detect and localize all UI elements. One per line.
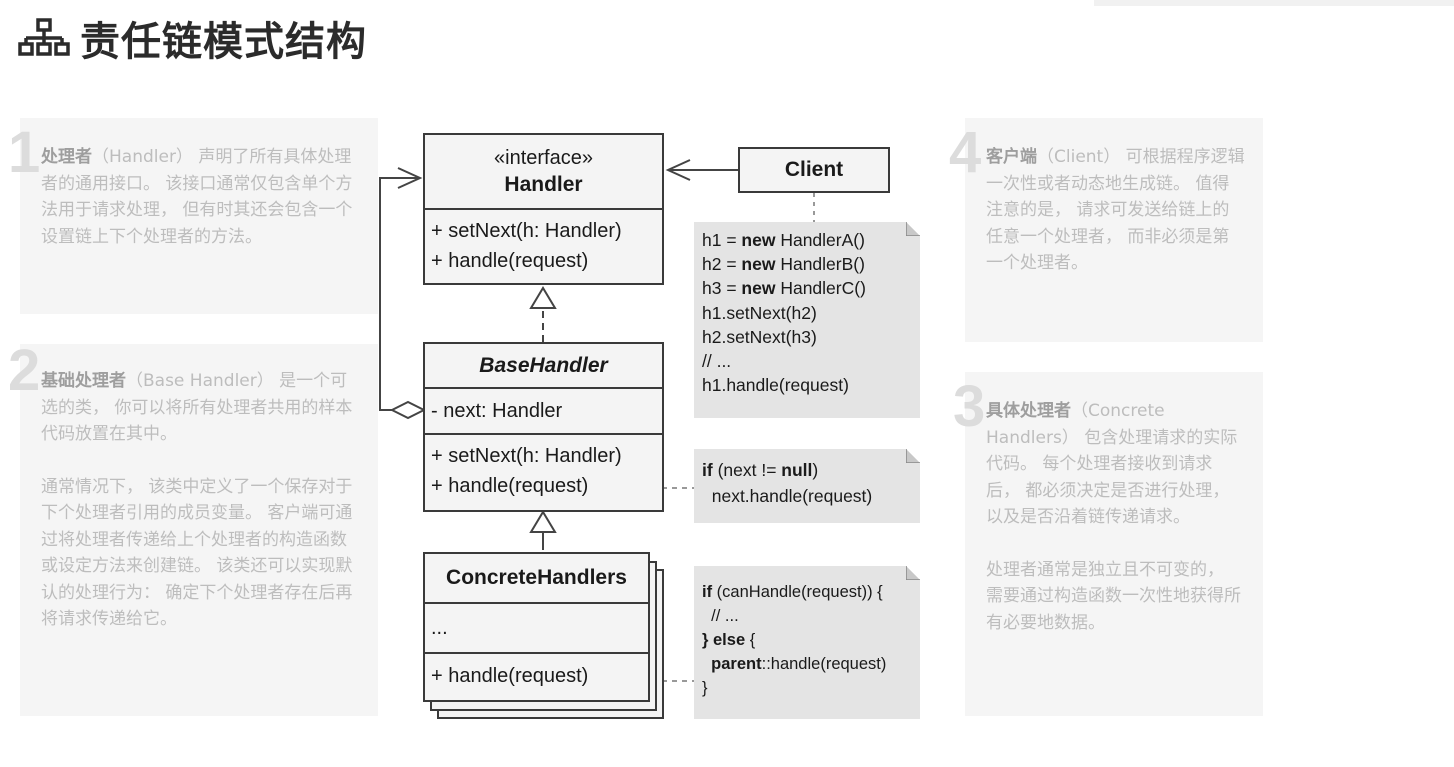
field: ... (431, 617, 448, 639)
method: + handle(request) (431, 475, 589, 497)
title-text: 责任链模式结构 (80, 19, 367, 65)
panel-desc: （Handler） 声明了所有具体处理者的通用接口。 该接口通常仅包含单个方法用… (41, 147, 353, 247)
top-right-tab (1094, 0, 1454, 6)
panel-handler: 1 处理者（Handler） 声明了所有具体处理者的通用接口。 该接口通常仅包含… (8, 118, 378, 314)
code-keyword: new (741, 254, 776, 275)
code-keyword: parent (702, 655, 762, 673)
method: + handle(request) (431, 665, 589, 687)
code-line: // ... (702, 349, 920, 373)
panel-desc: （Client） 可根据程序逻辑一次性或者动态地生成链。 值得注意的是， 请求可… (986, 147, 1245, 273)
panel-desc: （Base Handler） 是一个可选的类， 你可以将所有处理者共用的样本代码… (41, 371, 353, 444)
class-name: BaseHandler (479, 354, 608, 377)
page-title: 责任链模式结构 (18, 10, 367, 66)
inheritance-triangle (529, 510, 557, 533)
panel-term: 基础处理者 (41, 371, 126, 391)
panel-number: 1 (8, 120, 41, 185)
panel-base-handler: 2 基础处理者（Base Handler） 是一个可选的类， 你可以将所有处理者… (8, 342, 378, 716)
code-keyword: if (702, 460, 713, 480)
code-keyword: new (741, 278, 776, 299)
code-text: HandlerC() (775, 278, 866, 299)
panel-desc-2: 处理者通常是独立且不可变的， 需要通过构造函数一次性地获得所有必要地数据。 (986, 559, 1241, 633)
code-line: } else { (702, 628, 920, 652)
note-fold-icon (906, 566, 920, 580)
panel-text: 具体处理者（Concrete Handlers） 包含处理请求的实际代码。 每个… (986, 398, 1246, 662)
arrow-head-client (665, 159, 691, 181)
code-text: next.handle(request) (702, 486, 873, 506)
panel-text: 处理者（Handler） 声明了所有具体处理者的通用接口。 该接口通常仅包含单个… (41, 144, 359, 250)
panel-desc-2: 通常情况下， 该类中定义了一个保存对于下个处理者引用的成员变量。 客户端可通过将… (41, 476, 353, 630)
field: - next: Handler (431, 400, 563, 422)
uml-concrete-handlers: ConcreteHandlers ... + handle(request) (423, 552, 650, 702)
code-keyword: null (781, 460, 813, 480)
stereotype-label: «interface» (494, 147, 593, 169)
uml-client: Client (738, 147, 890, 193)
aggregation-line (379, 177, 420, 411)
code-text: HandlerA() (775, 230, 865, 250)
panel-client: 4 客户端（Client） 可根据程序逻辑一次性或者动态地生成链。 值得注意的是… (949, 118, 1263, 342)
panel-desc: （Concrete Handlers） 包含处理请求的实际代码。 每个处理者接收… (986, 401, 1238, 527)
panel-term: 具体处理者 (986, 401, 1071, 421)
note-concrete-code: if (canHandle(request)) { // ... } else {… (694, 566, 920, 719)
panel-number: 2 (8, 338, 41, 403)
class-name: ConcreteHandlers (446, 566, 627, 589)
sitemap-icon (18, 18, 70, 56)
note-fold-icon (906, 222, 920, 236)
code-line: h1.setNext(h2) (702, 301, 920, 325)
panel-number: 3 (953, 374, 986, 439)
code-line: h2 = new HandlerB() (702, 252, 920, 276)
code-text: } (702, 679, 708, 697)
code-keyword: } else (702, 631, 746, 649)
code-line: if (canHandle(request)) { (702, 580, 920, 604)
code-line: parent::handle(request) (702, 652, 920, 676)
panel-concrete-handlers: 3 具体处理者（Concrete Handlers） 包含处理请求的实际代码。 … (953, 372, 1263, 716)
code-keyword: new (741, 230, 776, 250)
method: + setNext(h: Handler) (431, 220, 622, 242)
method: + handle(request) (431, 250, 589, 272)
realization-triangle (529, 286, 557, 309)
panel-term: 客户端 (986, 147, 1037, 167)
code-text: h1 = (702, 230, 742, 250)
code-text: h1.handle(request) (702, 375, 849, 396)
code-keyword: if (702, 583, 713, 601)
code-text: HandlerB() (775, 254, 865, 275)
code-line: h2.setNext(h3) (702, 325, 920, 349)
panel-text: 客户端（Client） 可根据程序逻辑一次性或者动态地生成链。 值得注意的是， … (986, 144, 1246, 277)
class-name: Handler (504, 173, 583, 196)
method: + setNext(h: Handler) (431, 445, 622, 467)
note-base-handler-code: if (next != null) next.handle(request) (694, 449, 920, 523)
code-text: h2.setNext(h3) (702, 326, 817, 347)
uml-handler-interface: «interface» Handler + setNext(h: Handler… (423, 133, 664, 285)
class-name: Client (784, 158, 844, 181)
code-text: // ... (702, 607, 739, 625)
code-text: // ... (702, 351, 732, 372)
code-line: } (702, 676, 920, 700)
code-line: // ... (702, 604, 920, 628)
code-text: h1.setNext(h2) (702, 302, 817, 323)
code-line: if (next != null) (702, 457, 920, 483)
panel-term: 处理者 (41, 147, 92, 167)
panel-text: 基础处理者（Base Handler） 是一个可选的类， 你可以将所有处理者共用… (41, 368, 359, 659)
code-line: h3 = new HandlerC() (702, 276, 920, 300)
code-text: (canHandle(request)) { (712, 583, 883, 601)
panel-number: 4 (949, 120, 982, 185)
code-text: ::handle(request) (761, 655, 887, 673)
note-client-code: h1 = new HandlerA()h2 = new HandlerB()h3… (694, 222, 920, 418)
aggregation-diamond (389, 400, 427, 420)
code-line: next.handle(request) (702, 483, 920, 509)
code-line: h1 = new HandlerA() (702, 228, 920, 252)
code-text: h3 = (702, 278, 742, 299)
code-text: { (745, 631, 756, 649)
arrow-head-handler (397, 167, 423, 189)
code-text: (next != (712, 460, 782, 480)
uml-base-handler: BaseHandler - next: Handler + setNext(h:… (423, 342, 664, 512)
code-text: ) (812, 460, 819, 480)
code-text: h2 = (702, 254, 742, 275)
note-fold-icon (906, 449, 920, 463)
code-line: h1.handle(request) (702, 373, 920, 397)
